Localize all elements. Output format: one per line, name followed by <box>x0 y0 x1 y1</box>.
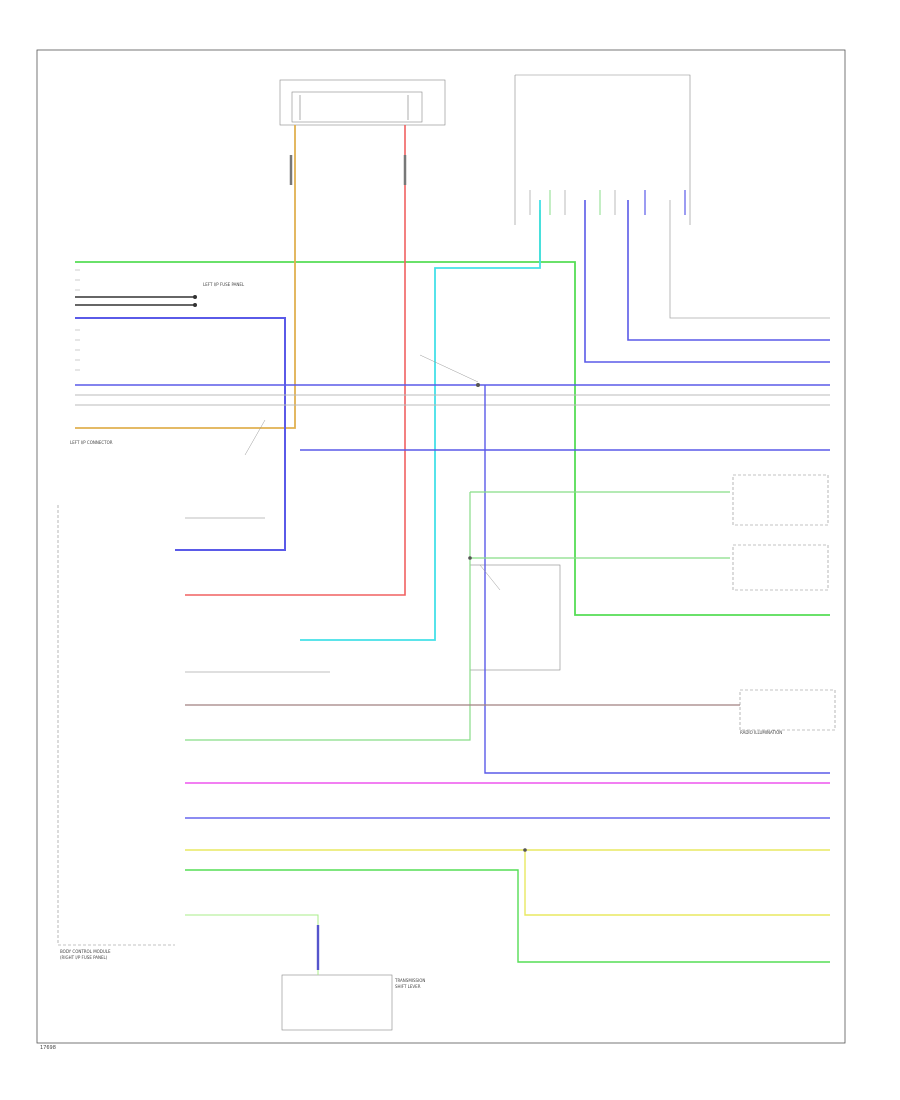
transmission-shift-lever-label: TRANSMISSION <box>394 978 425 983</box>
top-fuse-block <box>279 79 446 126</box>
body-control-module-label: BODY CONTROL MODULE <box>60 949 111 954</box>
right-module-3 <box>739 689 836 731</box>
wire-gray-left <box>185 517 330 673</box>
wire-blue-horizontal <box>75 384 830 451</box>
transmission-shift-lever-box <box>281 974 393 1031</box>
wire-orange <box>75 125 296 429</box>
wire-blue-left <box>75 317 286 551</box>
wire-green-mid <box>185 491 730 741</box>
wire-blue-right-verticals <box>484 200 830 774</box>
footer-code: 17698 <box>40 1045 56 1051</box>
radio-illumination-label: RADIO ILLUMINATION <box>740 730 782 735</box>
top-pin-wires <box>529 190 686 215</box>
leader-lines <box>244 354 501 591</box>
wire-black-pair <box>75 296 195 306</box>
top-connector-block <box>514 74 691 225</box>
body-control-module-outline <box>57 505 175 946</box>
left-pin-ticks <box>75 269 80 371</box>
diagram-frame <box>36 49 846 1044</box>
module-labels: BODY CONTROL MODULE (RIGHT I/P FUSE PANE… <box>60 282 782 989</box>
wire-green-bottom <box>185 869 830 963</box>
right-module-1 <box>732 474 829 526</box>
wire-red <box>185 125 407 596</box>
splice-pack-box <box>469 564 561 671</box>
wire-green-top <box>75 210 830 616</box>
left-ip-connector-label: LEFT I/P CONNECTOR <box>70 440 113 445</box>
wire-lightgreen-bottom <box>185 914 320 975</box>
body-control-module-sublabel: (RIGHT I/P FUSE PANEL) <box>60 955 108 960</box>
left-fuse-panel-label: LEFT I/P FUSE PANEL <box>203 282 245 287</box>
transmission-shift-lever-sublabel: SHIFT LEVER <box>395 984 421 989</box>
wire-cyan <box>300 200 541 641</box>
wire-yellow <box>185 849 830 916</box>
right-module-2 <box>732 544 829 591</box>
splice-points <box>193 295 527 852</box>
